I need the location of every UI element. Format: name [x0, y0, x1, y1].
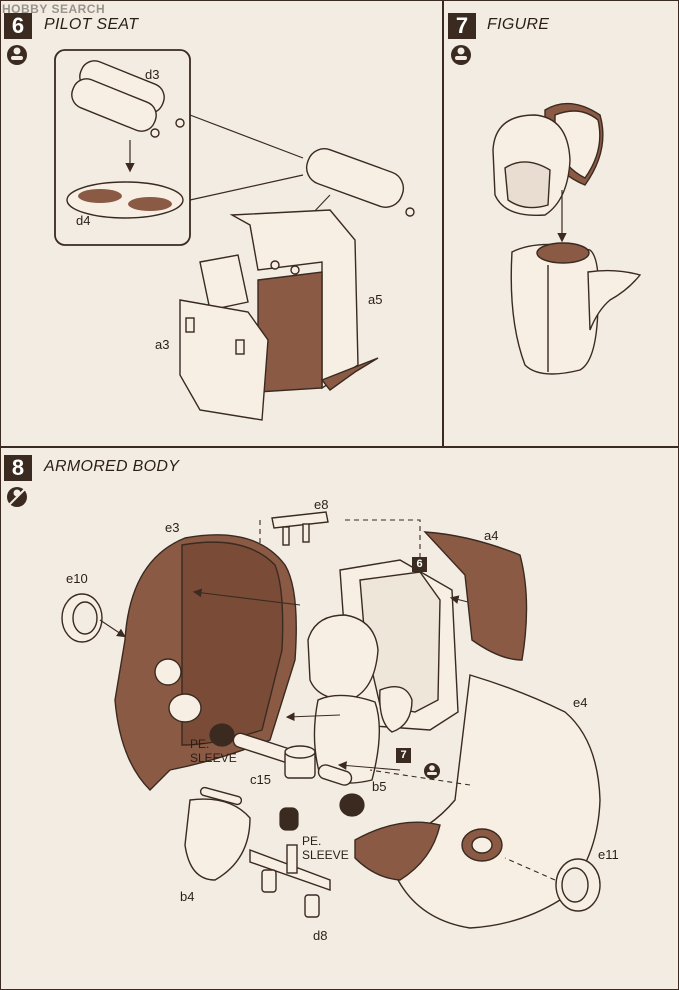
glue-icon	[7, 45, 27, 65]
watermark: HOBBY SEARCH	[2, 2, 106, 16]
label-e8: e8	[314, 497, 329, 512]
label-b4: b4	[180, 889, 195, 904]
pilot-figure	[307, 614, 413, 784]
pe-sleeve-line1: PE.	[190, 737, 210, 751]
label-a5: a5	[368, 292, 383, 307]
label-e11: e11	[598, 847, 619, 862]
pe-sleeve-line2b: SLEEVE	[302, 848, 349, 862]
pe-sleeve-line1b: PE.	[302, 834, 322, 848]
ref-badge-step-6: 6	[412, 557, 427, 572]
glue-icon-step7	[451, 45, 471, 65]
step-7-title: FIGURE	[487, 16, 550, 33]
step-6-title: PILOT SEAT	[44, 16, 139, 33]
part-pilot-torso	[510, 242, 642, 375]
label-e4: e4	[573, 695, 588, 710]
step-8-number: 8	[4, 455, 32, 481]
part-a5-seat-frame	[229, 209, 379, 393]
label-c15: c15	[250, 772, 271, 787]
part-d3-tanks	[71, 60, 185, 138]
pe-sleeve-line2: SLEEVE	[190, 751, 237, 765]
step-8-title: ARMORED BODY	[44, 458, 180, 475]
part-c15-shaft	[232, 732, 353, 786]
label-d4: d4	[76, 213, 91, 228]
part-e11-ring	[555, 858, 601, 912]
label-b5: b5	[372, 779, 387, 794]
part-pilot-head	[492, 114, 571, 217]
step-6-panel	[0, 0, 443, 447]
label-d3: d3	[145, 67, 160, 82]
step-6-number: 6	[4, 13, 32, 39]
ref-badge-step-7: 7	[396, 748, 411, 763]
label-e3: e3	[165, 520, 180, 535]
part-e10-ring	[61, 593, 103, 643]
label-e10: e10	[66, 571, 88, 586]
label-d8: d8	[313, 928, 328, 943]
detail-callout-box	[54, 49, 191, 246]
glue-icon-step8	[424, 763, 440, 779]
label-a4: a4	[484, 528, 499, 543]
part-d4-holder	[66, 181, 184, 219]
part-d8-stand	[249, 844, 331, 918]
label-a3: a3	[155, 337, 170, 352]
pe-sleeve-label-2: PE. SLEEVE	[302, 834, 349, 862]
part-e8-bracket	[271, 511, 329, 546]
step-7-number: 7	[448, 13, 476, 39]
pe-sleeve-parts	[209, 723, 365, 831]
part-e4-shell	[354, 674, 601, 929]
pe-sleeve-label-1: PE. SLEEVE	[190, 737, 237, 765]
part-d3-tank-main	[305, 148, 415, 217]
no-glue-icon	[7, 487, 27, 507]
part-b4-panel	[184, 786, 251, 881]
part-a4-panel	[423, 531, 528, 661]
part-a3-seat-cushion	[179, 254, 269, 421]
